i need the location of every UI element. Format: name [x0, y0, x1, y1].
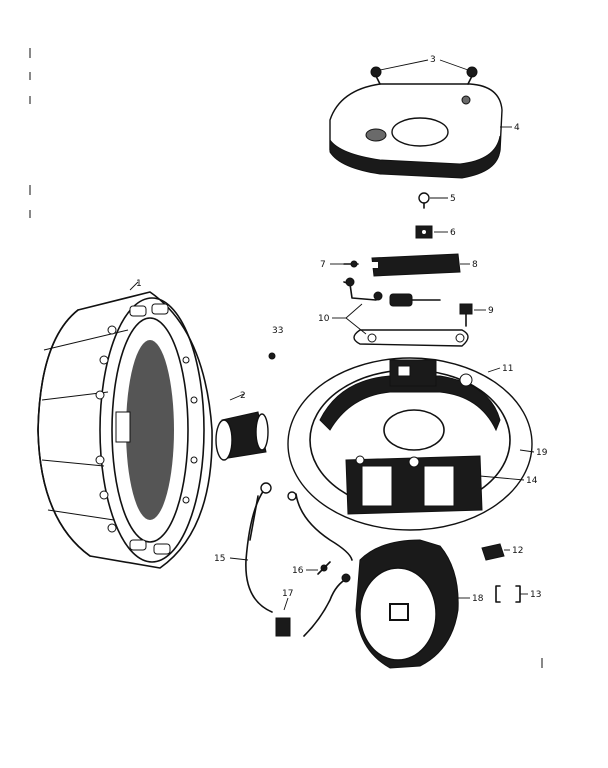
callout-14: 14 [526, 476, 538, 486]
callout-12: 12 [512, 546, 523, 556]
screw-part-9 [459, 303, 473, 327]
callout-13: 13 [530, 590, 541, 600]
callout-2: 2 [240, 391, 246, 401]
callout-17: 17 [282, 589, 293, 599]
flywheel-part [37, 291, 213, 569]
bushing-part [215, 411, 269, 461]
callout-1: 1 [136, 279, 142, 289]
stray-mark-33: 33 [272, 326, 283, 336]
stator-plate-part [287, 357, 533, 531]
margin-marks [29, 48, 543, 668]
callout-10: 10 [318, 314, 330, 324]
pin-part-7 [343, 260, 359, 268]
callout-16: 16 [292, 566, 304, 576]
callout-8: 8 [472, 260, 478, 270]
callout-labels: 1 2 3 4 5 6 7 8 9 10 11 12 13 14 15 16 1… [136, 55, 548, 604]
contact-points-part [343, 277, 469, 347]
terminal-part-17 [275, 573, 351, 637]
clip-part-13 [495, 585, 521, 603]
callout-7: 7 [320, 260, 326, 270]
callout-6: 6 [450, 228, 456, 238]
callout-5: 5 [450, 194, 456, 204]
callout-9: 9 [488, 306, 494, 316]
sleeve-part-12 [481, 543, 505, 561]
callout-11: 11 [502, 364, 513, 374]
coil-part-18 [355, 539, 459, 669]
callout-15: 15 [214, 554, 225, 564]
callout-18: 18 [472, 594, 484, 604]
callout-3: 3 [430, 55, 436, 65]
svg-text:33: 33 [272, 326, 283, 336]
stray-dot [268, 352, 276, 360]
callout-4: 4 [514, 123, 520, 133]
nut-part-6 [415, 225, 433, 239]
screw-part-5 [418, 192, 430, 209]
strip-part-8 [366, 253, 461, 277]
leader-lines [129, 59, 535, 611]
callout-19: 19 [536, 448, 548, 458]
cover-plate-part [329, 83, 503, 179]
clip-part-16 [317, 561, 331, 575]
screws-part-3 [370, 66, 478, 85]
